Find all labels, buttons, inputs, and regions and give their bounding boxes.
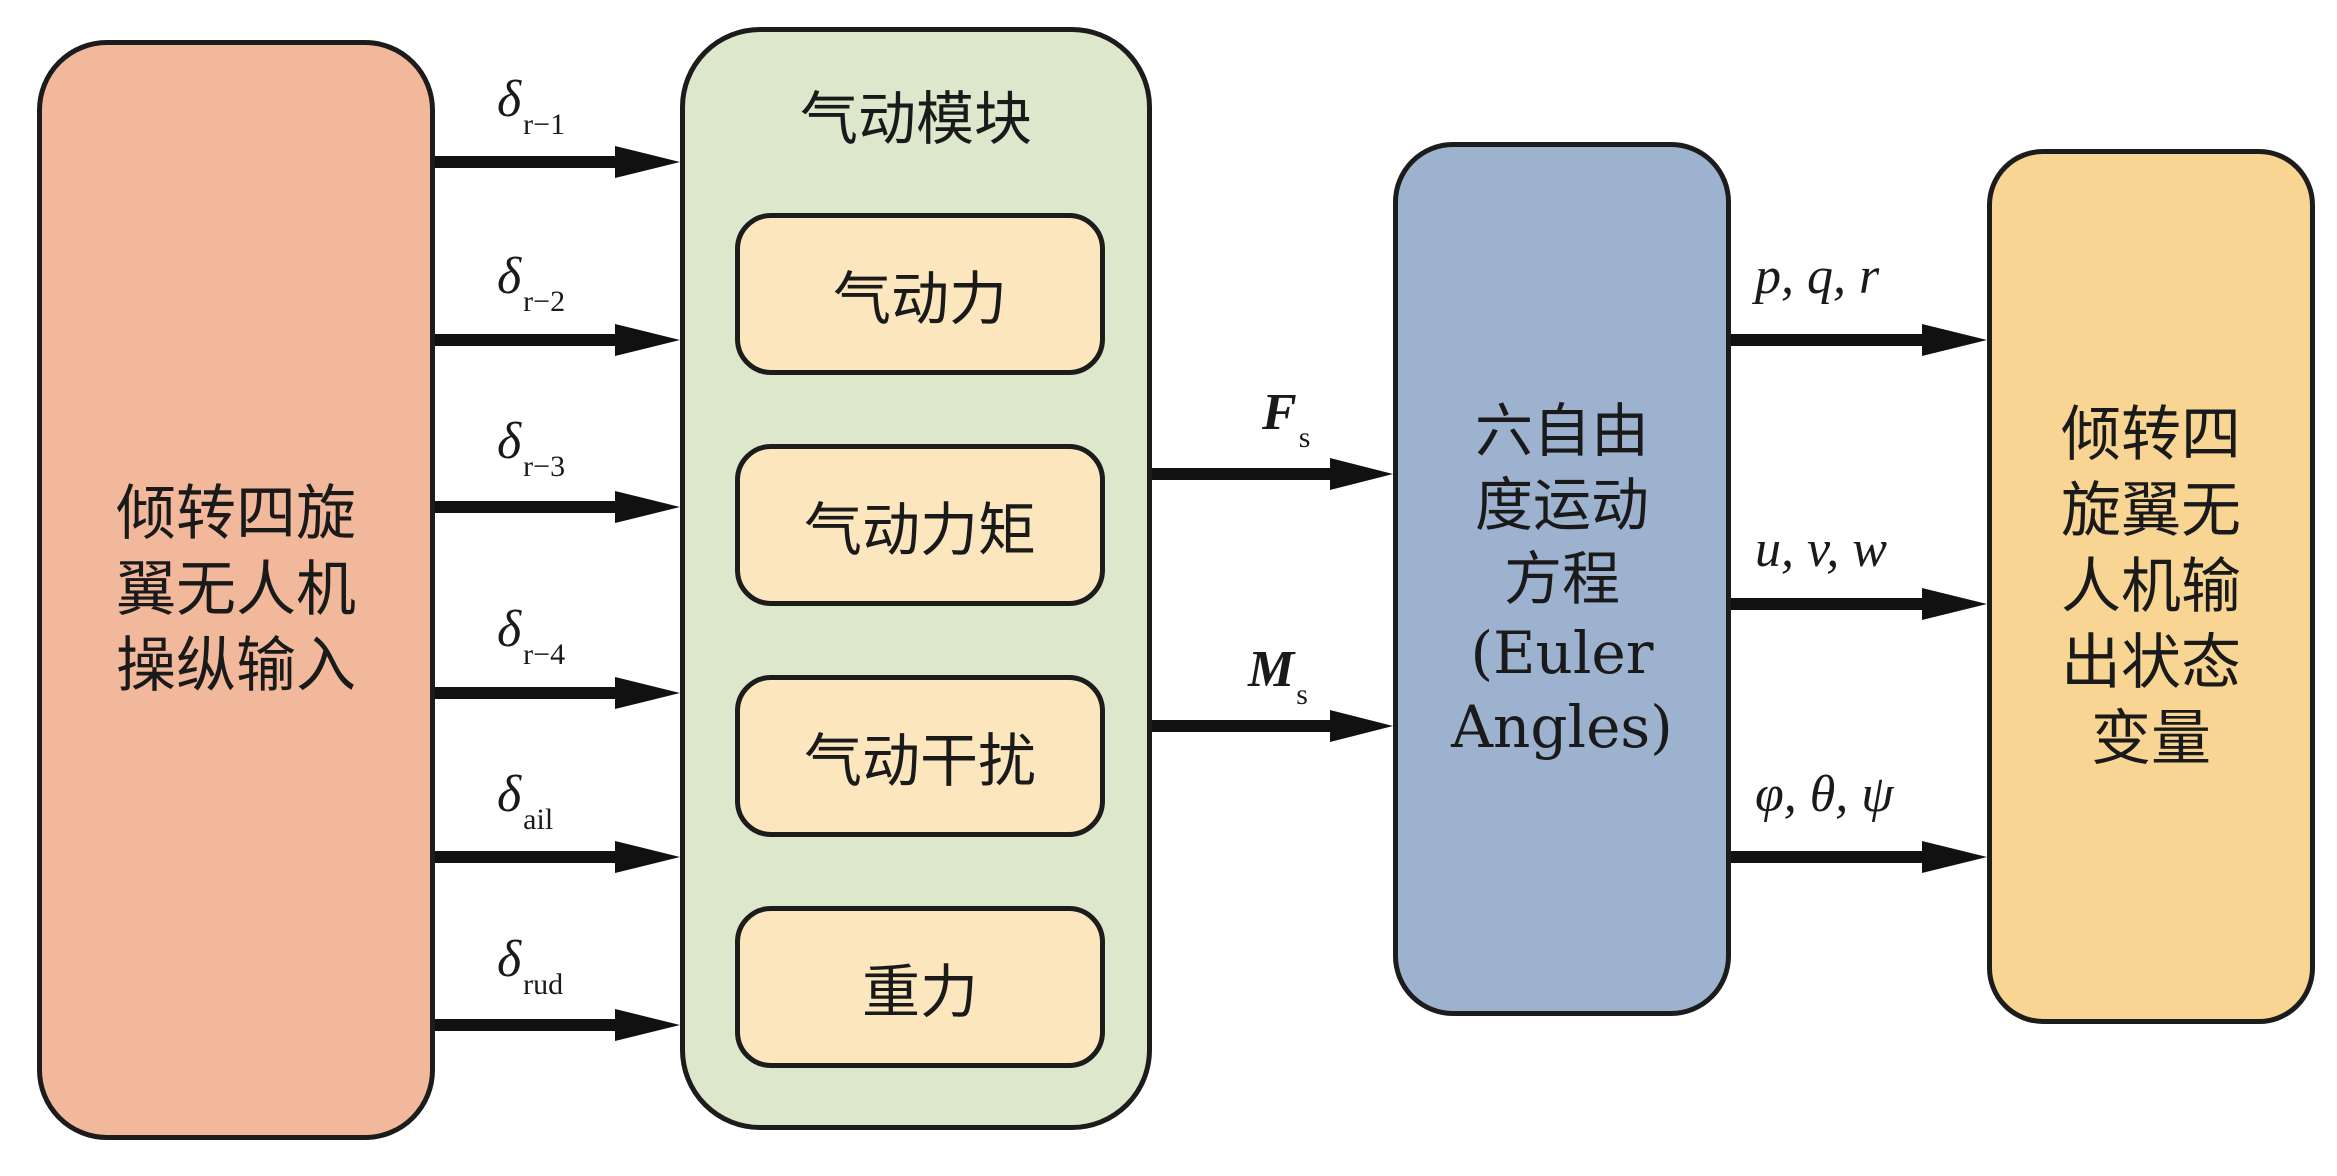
moment-label: Ms	[1248, 641, 1308, 711]
signal-label-ail: δail	[497, 766, 554, 836]
six-dof-equations-block: 六自由 度运动 方程 (Euler Angles)	[1393, 142, 1731, 1016]
signal-label-r2: δr−2	[497, 248, 566, 318]
arrowhead	[1922, 588, 1987, 620]
aero-item-gravity: 重力	[735, 906, 1105, 1068]
arrowhead	[1330, 458, 1393, 490]
arrowhead	[1922, 841, 1987, 873]
control-input-block: 倾转四旋 翼无人机 操纵输入	[37, 40, 435, 1140]
signal-label-rud: δrud	[497, 931, 564, 1001]
aero-item-force: 气动力	[735, 213, 1105, 375]
force-label: Fs	[1262, 384, 1311, 454]
output-label-angles: φ, θ, ψ	[1755, 766, 1894, 823]
arrowhead	[615, 677, 680, 709]
aero-item-interference: 气动干扰	[735, 675, 1105, 837]
arrowhead	[1922, 324, 1987, 356]
arrowhead	[615, 491, 680, 523]
arrowhead	[615, 1009, 680, 1041]
signal-label-r4: δr−4	[497, 601, 566, 671]
arrowhead	[1330, 710, 1393, 742]
output-state-block: 倾转四 旋翼无 人机输 出状态 变量	[1987, 149, 2315, 1024]
aero-module-title: 气动模块	[799, 85, 1032, 153]
aero-item-moment: 气动力矩	[735, 444, 1105, 606]
arrowhead	[615, 841, 680, 873]
signal-label-r1: δr−1	[497, 71, 566, 141]
output-label-uvw: u, v, w	[1755, 521, 1887, 578]
output-label-pqr: p, q, r	[1755, 248, 1880, 305]
arrowhead	[615, 146, 680, 178]
control-input-label: 倾转四旋 翼无人机 操纵输入	[116, 479, 356, 701]
output-state-label: 倾转四 旋翼无 人机输 出状态 变量	[2061, 399, 2241, 774]
six-dof-label: 六自由 度运动 方程 (Euler Angles)	[1451, 397, 1673, 761]
arrowhead	[615, 324, 680, 356]
signal-label-r3: δr−3	[497, 413, 566, 483]
aero-module-block: 气动模块 气动力 气动力矩 气动干扰 重力	[680, 27, 1152, 1130]
